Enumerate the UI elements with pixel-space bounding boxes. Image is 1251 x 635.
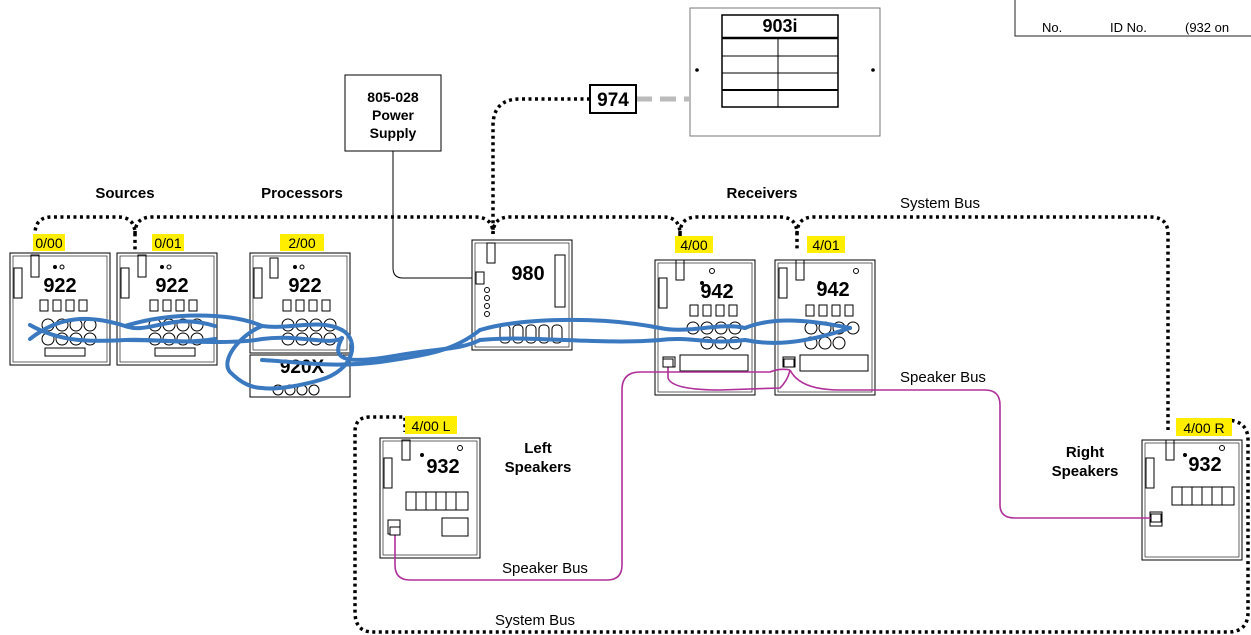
legend-col2: ID No. [1110,20,1147,35]
device-980: 980 [471,239,573,351]
power-supply-line1: 805-028 [367,89,419,105]
device-932-right: 932 4/00 R [1141,418,1243,561]
label-left-speakers-1: Left [524,440,552,457]
id-badge [1176,418,1232,436]
speaker-bus [394,365,1153,581]
device-932-right-model: 932 [1188,454,1221,476]
device-942-4-01-id: 4/01 [812,237,839,253]
id-badge [675,236,713,253]
id-badge [405,416,457,434]
label-sources: Sources [95,185,154,202]
power-supply-line3: Supply [370,125,417,141]
device-922-0-01-id: 0/01 [154,235,181,251]
device-922-2-00-id: 2/00 [288,235,315,251]
label-system-bus-top: System Bus [900,195,980,212]
device-922-2-00-model: 922 [288,275,321,297]
system-bus-lines [33,97,1250,634]
interface-974-label: 974 [597,90,629,111]
id-badge [280,234,324,251]
device-922-0-00-id: 0/00 [35,235,62,251]
id-badge [33,234,65,251]
power-supply-line2: Power [372,107,415,123]
device-922-0-01-model: 922 [155,275,188,297]
label-processors: Processors [261,185,343,202]
label-left-speakers-2: Speakers [505,459,572,476]
device-942-4-01-model: 942 [816,279,849,301]
device-922-0-01: 922 0/01 [116,234,218,366]
device-932-left-id: 4/00 L [412,418,451,434]
label-speaker-bus-right: Speaker Bus [900,369,986,386]
device-922-2-00: 922 2/00 [249,234,351,354]
legend-box: No. ID No. (932 on [1014,0,1251,37]
id-badge [807,236,845,253]
device-942-4-00: 942 4/00 [654,236,756,396]
legend-col3: (932 on [1185,20,1229,35]
label-receivers: Receivers [727,185,798,202]
audio-cables [28,313,852,391]
device-932-left: 932 4/00 L [379,416,481,559]
device-932-left-model: 932 [426,456,459,478]
label-right-speakers-1: Right [1066,444,1104,461]
device-922-0-00-model: 922 [43,275,76,297]
label-system-bus-bottom: System Bus [495,612,575,629]
interface-974: 974 [589,84,637,114]
device-980-model: 980 [511,263,544,285]
device-942-4-00-id: 4/00 [680,237,707,253]
device-932-right-id: 4/00 R [1183,420,1224,436]
id-badge [152,234,184,251]
power-cable [392,151,478,279]
device-922-0-00: 922 0/00 [9,234,111,366]
power-supply: 805-028 Power Supply [344,74,478,279]
label-right-speakers-2: Speakers [1052,463,1119,480]
panel-903i: 903i [689,7,881,137]
legend-col1: No. [1042,20,1062,35]
device-942-4-00-model: 942 [700,281,733,303]
panel-903i-label: 903i [762,16,797,36]
label-speaker-bus-left: Speaker Bus [502,560,588,577]
